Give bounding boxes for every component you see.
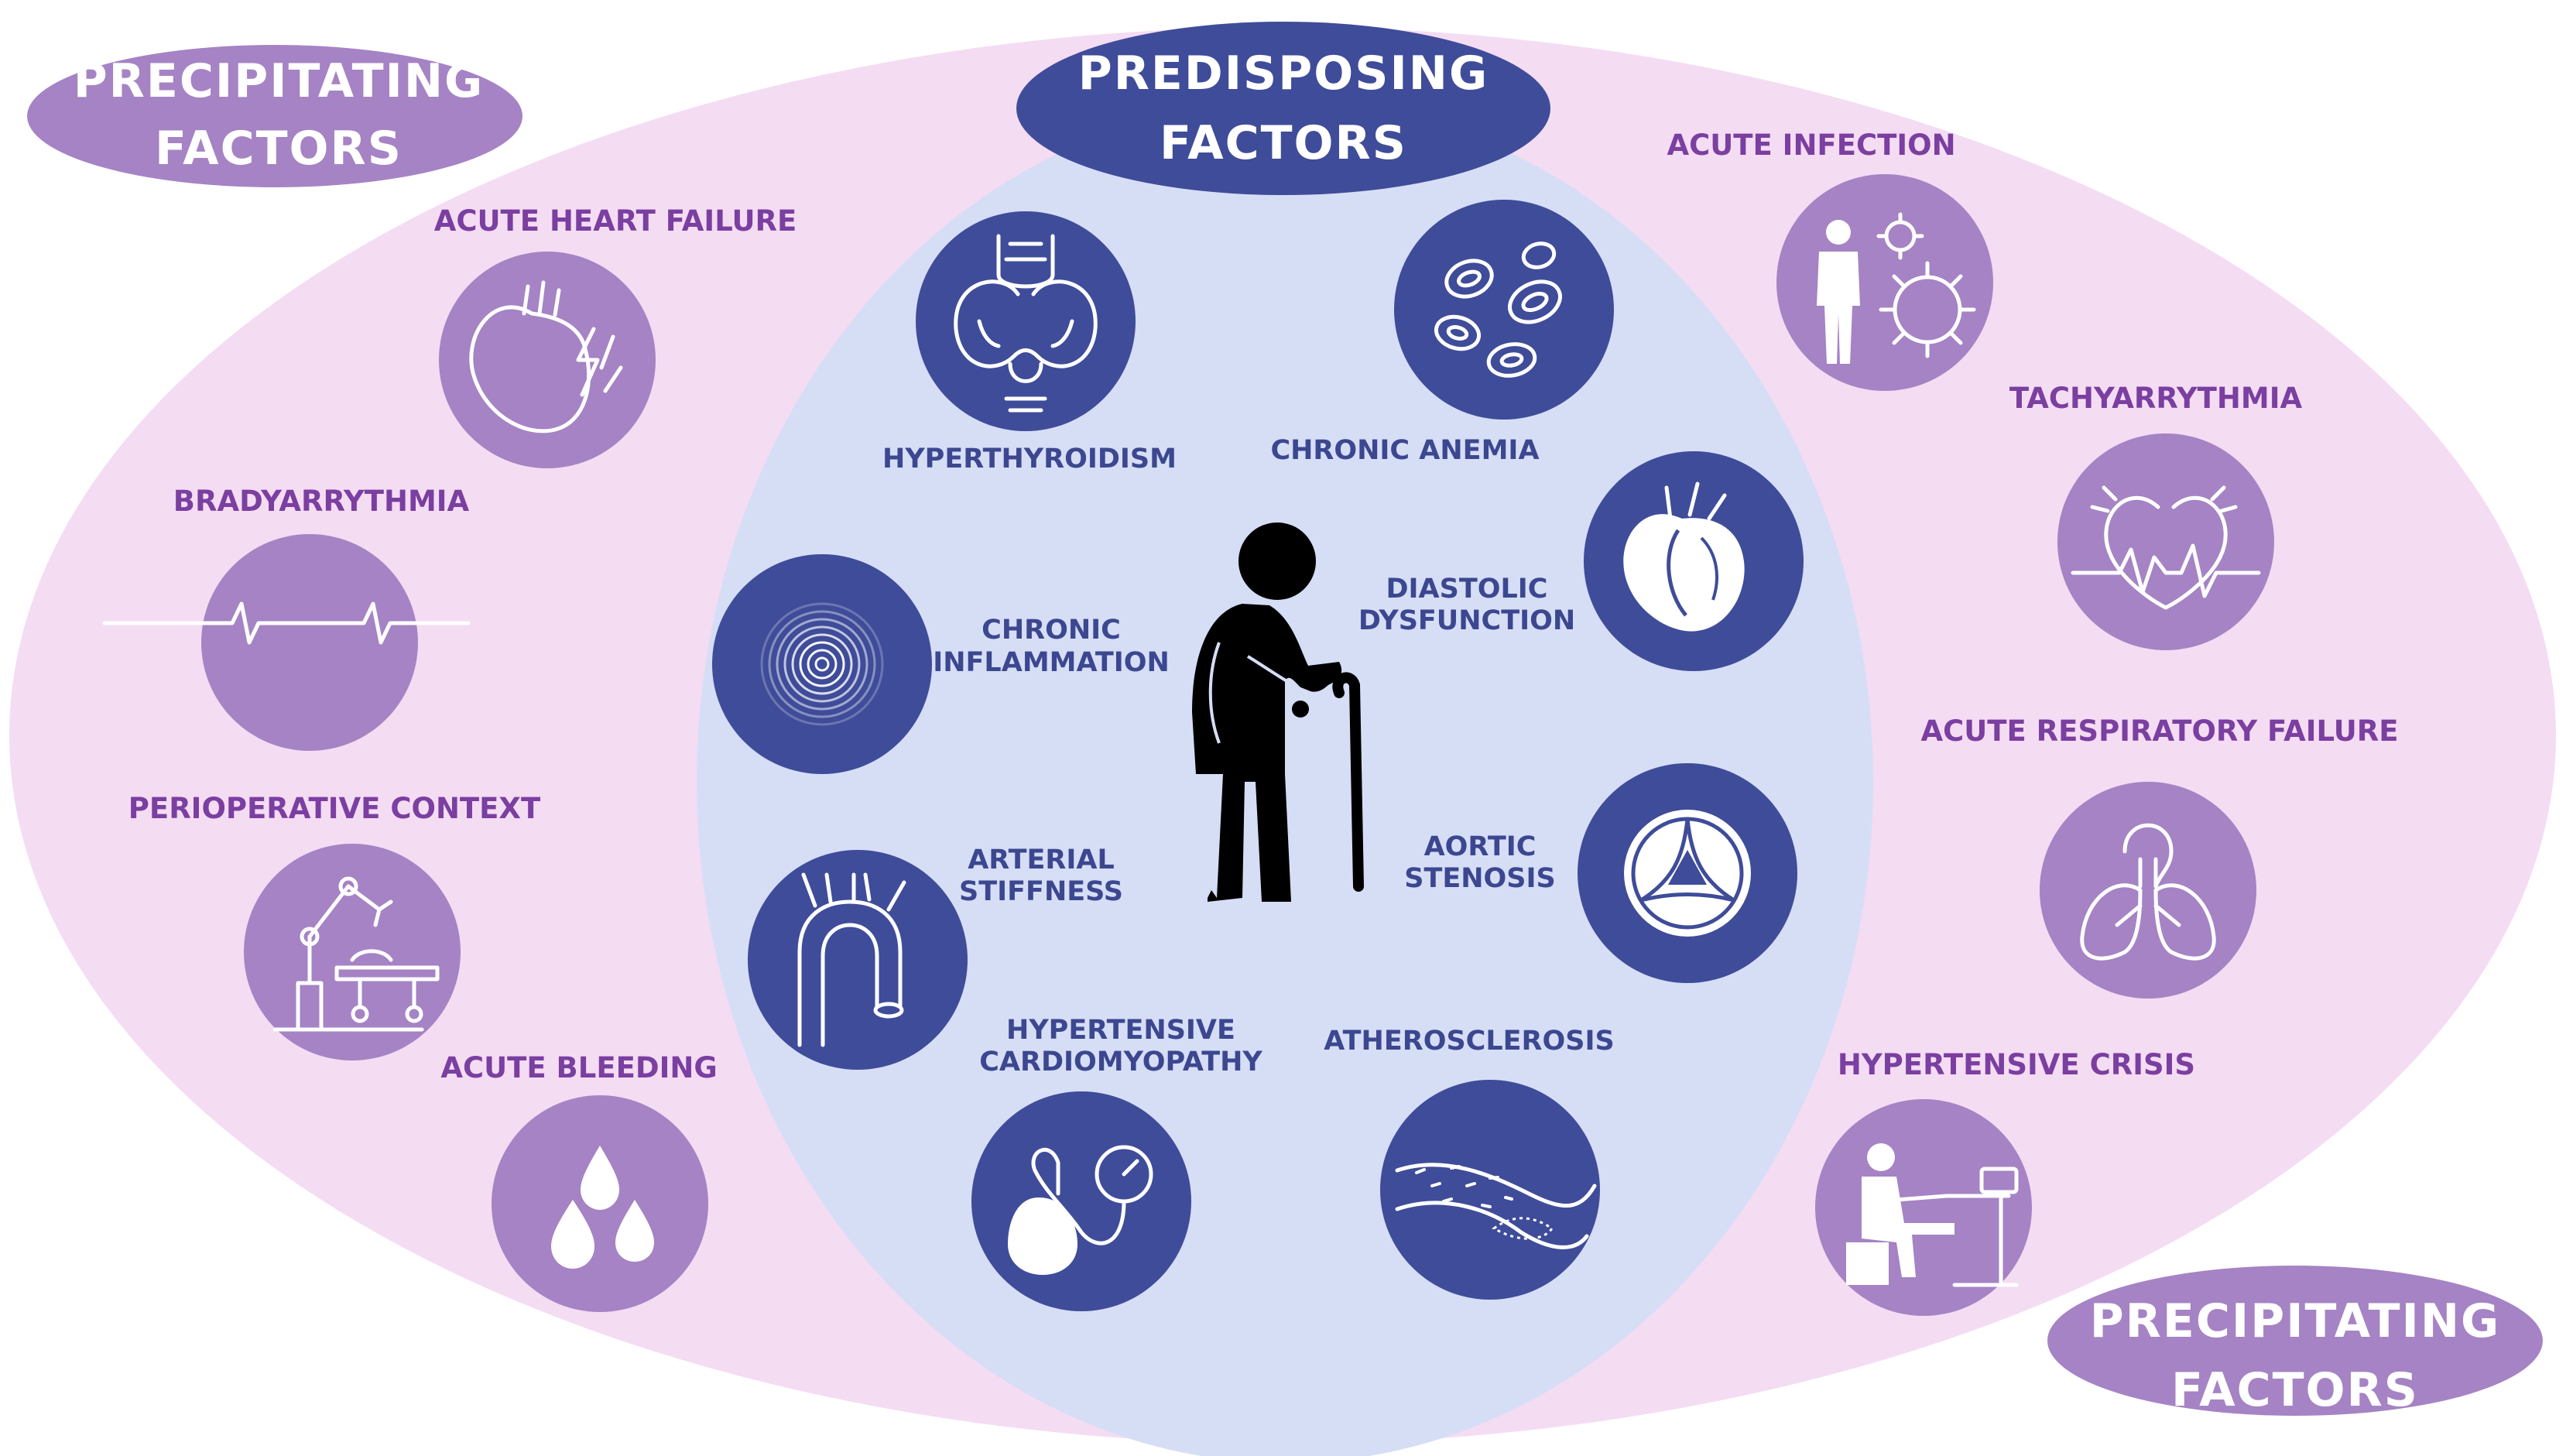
label-acute-infection: ACUTE INFECTION bbox=[1667, 128, 1955, 162]
pill-left-line2: FACTORS bbox=[155, 122, 403, 176]
ecg-line-icon bbox=[102, 601, 471, 645]
pill-right-line2: FACTORS bbox=[2171, 1363, 2419, 1417]
pill-right-line1: PRECIPITATING bbox=[2090, 1294, 2501, 1348]
circle-hyperthyroidism bbox=[916, 211, 1136, 431]
circle-acute-heart-failure bbox=[439, 252, 656, 468]
label-acute-heart-failure: ACUTE HEART FAILURE bbox=[434, 204, 797, 238]
label-diastolic-dysfunction-1: DIASTOLIC bbox=[1386, 574, 1547, 605]
heart-icon bbox=[1623, 481, 1745, 632]
aortic-valve-icon bbox=[1624, 810, 1751, 937]
label-hypertensive-crisis: HYPERTENSIVE CRISIS bbox=[1838, 1048, 2195, 1081]
label-perioperative-context: PERIOPERATIVE CONTEXT bbox=[128, 792, 541, 825]
label-acute-bleeding: ACUTE BLEEDING bbox=[440, 1051, 717, 1084]
predisposing-factors-pill: PREDISPOSING FACTORS bbox=[1016, 22, 1550, 195]
label-hypertensive-cardiomyopathy-2: CARDIOMYOPATHY bbox=[979, 1047, 1262, 1077]
label-aortic-stenosis-2: STENOSIS bbox=[1404, 863, 1555, 894]
circle-acute-infection bbox=[1776, 174, 1993, 391]
lungs-icon bbox=[2080, 823, 2216, 961]
label-hyperthyroidism: HYPERTHYROIDISM bbox=[882, 444, 1177, 474]
label-chronic-inflammation-2: INFLAMMATION bbox=[933, 647, 1170, 678]
person-virus-icon bbox=[1817, 212, 1976, 364]
precipitating-factors-pill-right: PRECIPITATING FACTORS bbox=[2047, 1266, 2543, 1417]
label-acute-respiratory-failure: ACUTE RESPIRATORY FAILURE bbox=[1920, 714, 2398, 748]
concentric-rings-icon bbox=[760, 602, 884, 726]
circle-tachyarrythmia bbox=[2057, 433, 2274, 650]
label-aortic-stenosis-1: AORTIC bbox=[1424, 831, 1537, 862]
surgical-robot-icon bbox=[272, 876, 440, 1032]
thyroid-icon bbox=[954, 234, 1098, 413]
label-chronic-anemia: CHRONIC ANEMIA bbox=[1270, 435, 1539, 466]
circle-bradyarrythmia bbox=[201, 534, 418, 751]
precipitating-factors-pill-left: PRECIPITATING FACTORS bbox=[27, 45, 522, 187]
label-diastolic-dysfunction-2: DYSFUNCTION bbox=[1358, 605, 1575, 636]
pill-center-line2: FACTORS bbox=[1160, 116, 1407, 170]
label-tachyarrythmia: TACHYARRYTHMIA bbox=[2009, 382, 2303, 415]
circle-hypertensive-cardiomyopathy bbox=[971, 1091, 1191, 1311]
label-atherosclerosis: ATHEROSCLEROSIS bbox=[1324, 1026, 1614, 1057]
label-chronic-inflammation-1: CHRONIC bbox=[982, 615, 1121, 646]
circle-chronic-anemia bbox=[1394, 200, 1614, 420]
circle-atherosclerosis bbox=[1380, 1080, 1600, 1300]
circle-arterial-stiffness bbox=[748, 850, 968, 1070]
pill-left-line1: PRECIPITATING bbox=[74, 54, 485, 108]
pill-center-line1: PREDISPOSING bbox=[1078, 46, 1489, 101]
label-hypertensive-cardiomyopathy-1: HYPERTENSIVE bbox=[1006, 1015, 1235, 1046]
label-arterial-stiffness-1: ARTERIAL bbox=[968, 844, 1115, 875]
red-blood-cells-icon bbox=[1434, 242, 1562, 378]
heart-arrhythmia-icon bbox=[2071, 485, 2261, 610]
label-arterial-stiffness-2: STIFFNESS bbox=[959, 876, 1123, 907]
circle-chronic-inflammation bbox=[712, 554, 932, 774]
blood-drops-icon bbox=[551, 1146, 654, 1269]
sphygmomanometer-icon bbox=[1008, 1145, 1153, 1275]
circle-acute-respiratory-failure bbox=[2040, 782, 2256, 999]
label-bradyarrythmia: BRADYARRYTHMIA bbox=[173, 485, 470, 518]
elderly-person-cane-icon bbox=[1192, 522, 1364, 902]
heart-lightning-icon bbox=[469, 280, 623, 433]
blood-pressure-patient-icon bbox=[1846, 1143, 2019, 1287]
artery-plaque-icon bbox=[1395, 1163, 1597, 1249]
aorta-icon bbox=[797, 872, 906, 1047]
